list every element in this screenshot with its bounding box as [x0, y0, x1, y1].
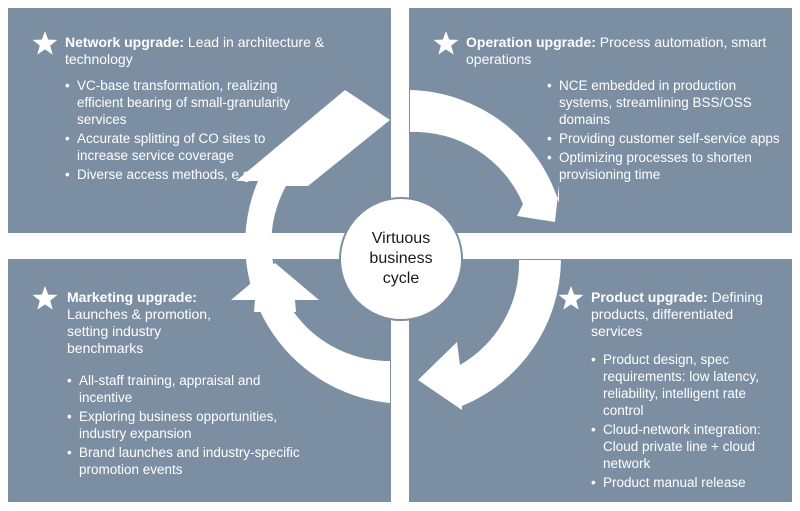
product-upgrade-bullets: Product design, spec requirements: low l…: [591, 351, 786, 493]
marketing-upgrade-heading: Marketing upgrade: Launches & promotion,…: [67, 289, 237, 357]
operation-upgrade-panel: Operation upgrade: Process automation, s…: [409, 8, 792, 233]
bullet-item: Brand launches and industry-specific pro…: [67, 444, 317, 478]
bullet-item: Product manual release: [591, 474, 786, 491]
network-upgrade-panel: Network upgrade: Lead in architecture & …: [8, 8, 391, 233]
bullet-item: Accurate splitting of CO sites to increa…: [65, 130, 300, 164]
product-upgrade-heading: Product upgrade: Defining products, diff…: [591, 289, 781, 340]
network-upgrade-heading: Network upgrade: Lead in architecture & …: [65, 34, 365, 68]
bullet-item: All-staff training, appraisal and incent…: [67, 372, 317, 406]
marketing-upgrade-subtitle: Launches & promotion, setting industry b…: [67, 306, 211, 356]
bullet-item: Cloud-network integration: Cloud private…: [591, 421, 786, 472]
marketing-upgrade-bullets: All-staff training, appraisal and incent…: [67, 372, 317, 480]
star-icon: [558, 285, 584, 311]
center-label-line-2: business: [369, 250, 433, 267]
star-icon: [433, 30, 459, 56]
center-label: Virtuous business cycle: [342, 200, 460, 318]
network-upgrade-subtitle: Lead in architecture & technology: [65, 34, 325, 67]
bullet-item: Providing customer self-service apps: [547, 130, 787, 147]
bullet-item: VC-base transformation, realizing effici…: [65, 77, 300, 128]
operation-upgrade-heading: Operation upgrade: Process automation, s…: [466, 34, 776, 68]
bullet-item: Exploring business opportunities, indust…: [67, 408, 317, 442]
star-icon: [32, 285, 58, 311]
bullet-item: Diverse access methods, e.g., P2MP: [65, 166, 300, 183]
product-upgrade-panel: Product upgrade: Defining products, diff…: [409, 259, 792, 502]
operation-upgrade-bullets: NCE embedded in production systems, stre…: [547, 77, 787, 185]
operation-upgrade-subtitle: Process automation, smart operations: [466, 34, 767, 67]
marketing-upgrade-title: Marketing upgrade:: [67, 289, 197, 305]
center-label-line-3: cycle: [382, 270, 420, 287]
network-upgrade-title: Network upgrade:: [65, 34, 185, 50]
bullet-item: NCE embedded in production systems, stre…: [547, 77, 787, 128]
marketing-upgrade-panel: Marketing upgrade: Launches & promotion,…: [8, 259, 391, 502]
star-icon: [32, 30, 58, 56]
product-upgrade-title: Product upgrade:: [591, 289, 708, 305]
bullet-item: Optimizing processes to shorten provisio…: [547, 149, 787, 183]
network-upgrade-bullets: VC-base transformation, realizing effici…: [65, 77, 300, 185]
product-upgrade-subtitle: Defining products, differentiated servic…: [591, 289, 763, 339]
bullet-item: Product design, spec requirements: low l…: [591, 351, 786, 419]
center-label-line-1: Virtuous: [371, 230, 431, 247]
operation-upgrade-title: Operation upgrade:: [466, 34, 596, 50]
